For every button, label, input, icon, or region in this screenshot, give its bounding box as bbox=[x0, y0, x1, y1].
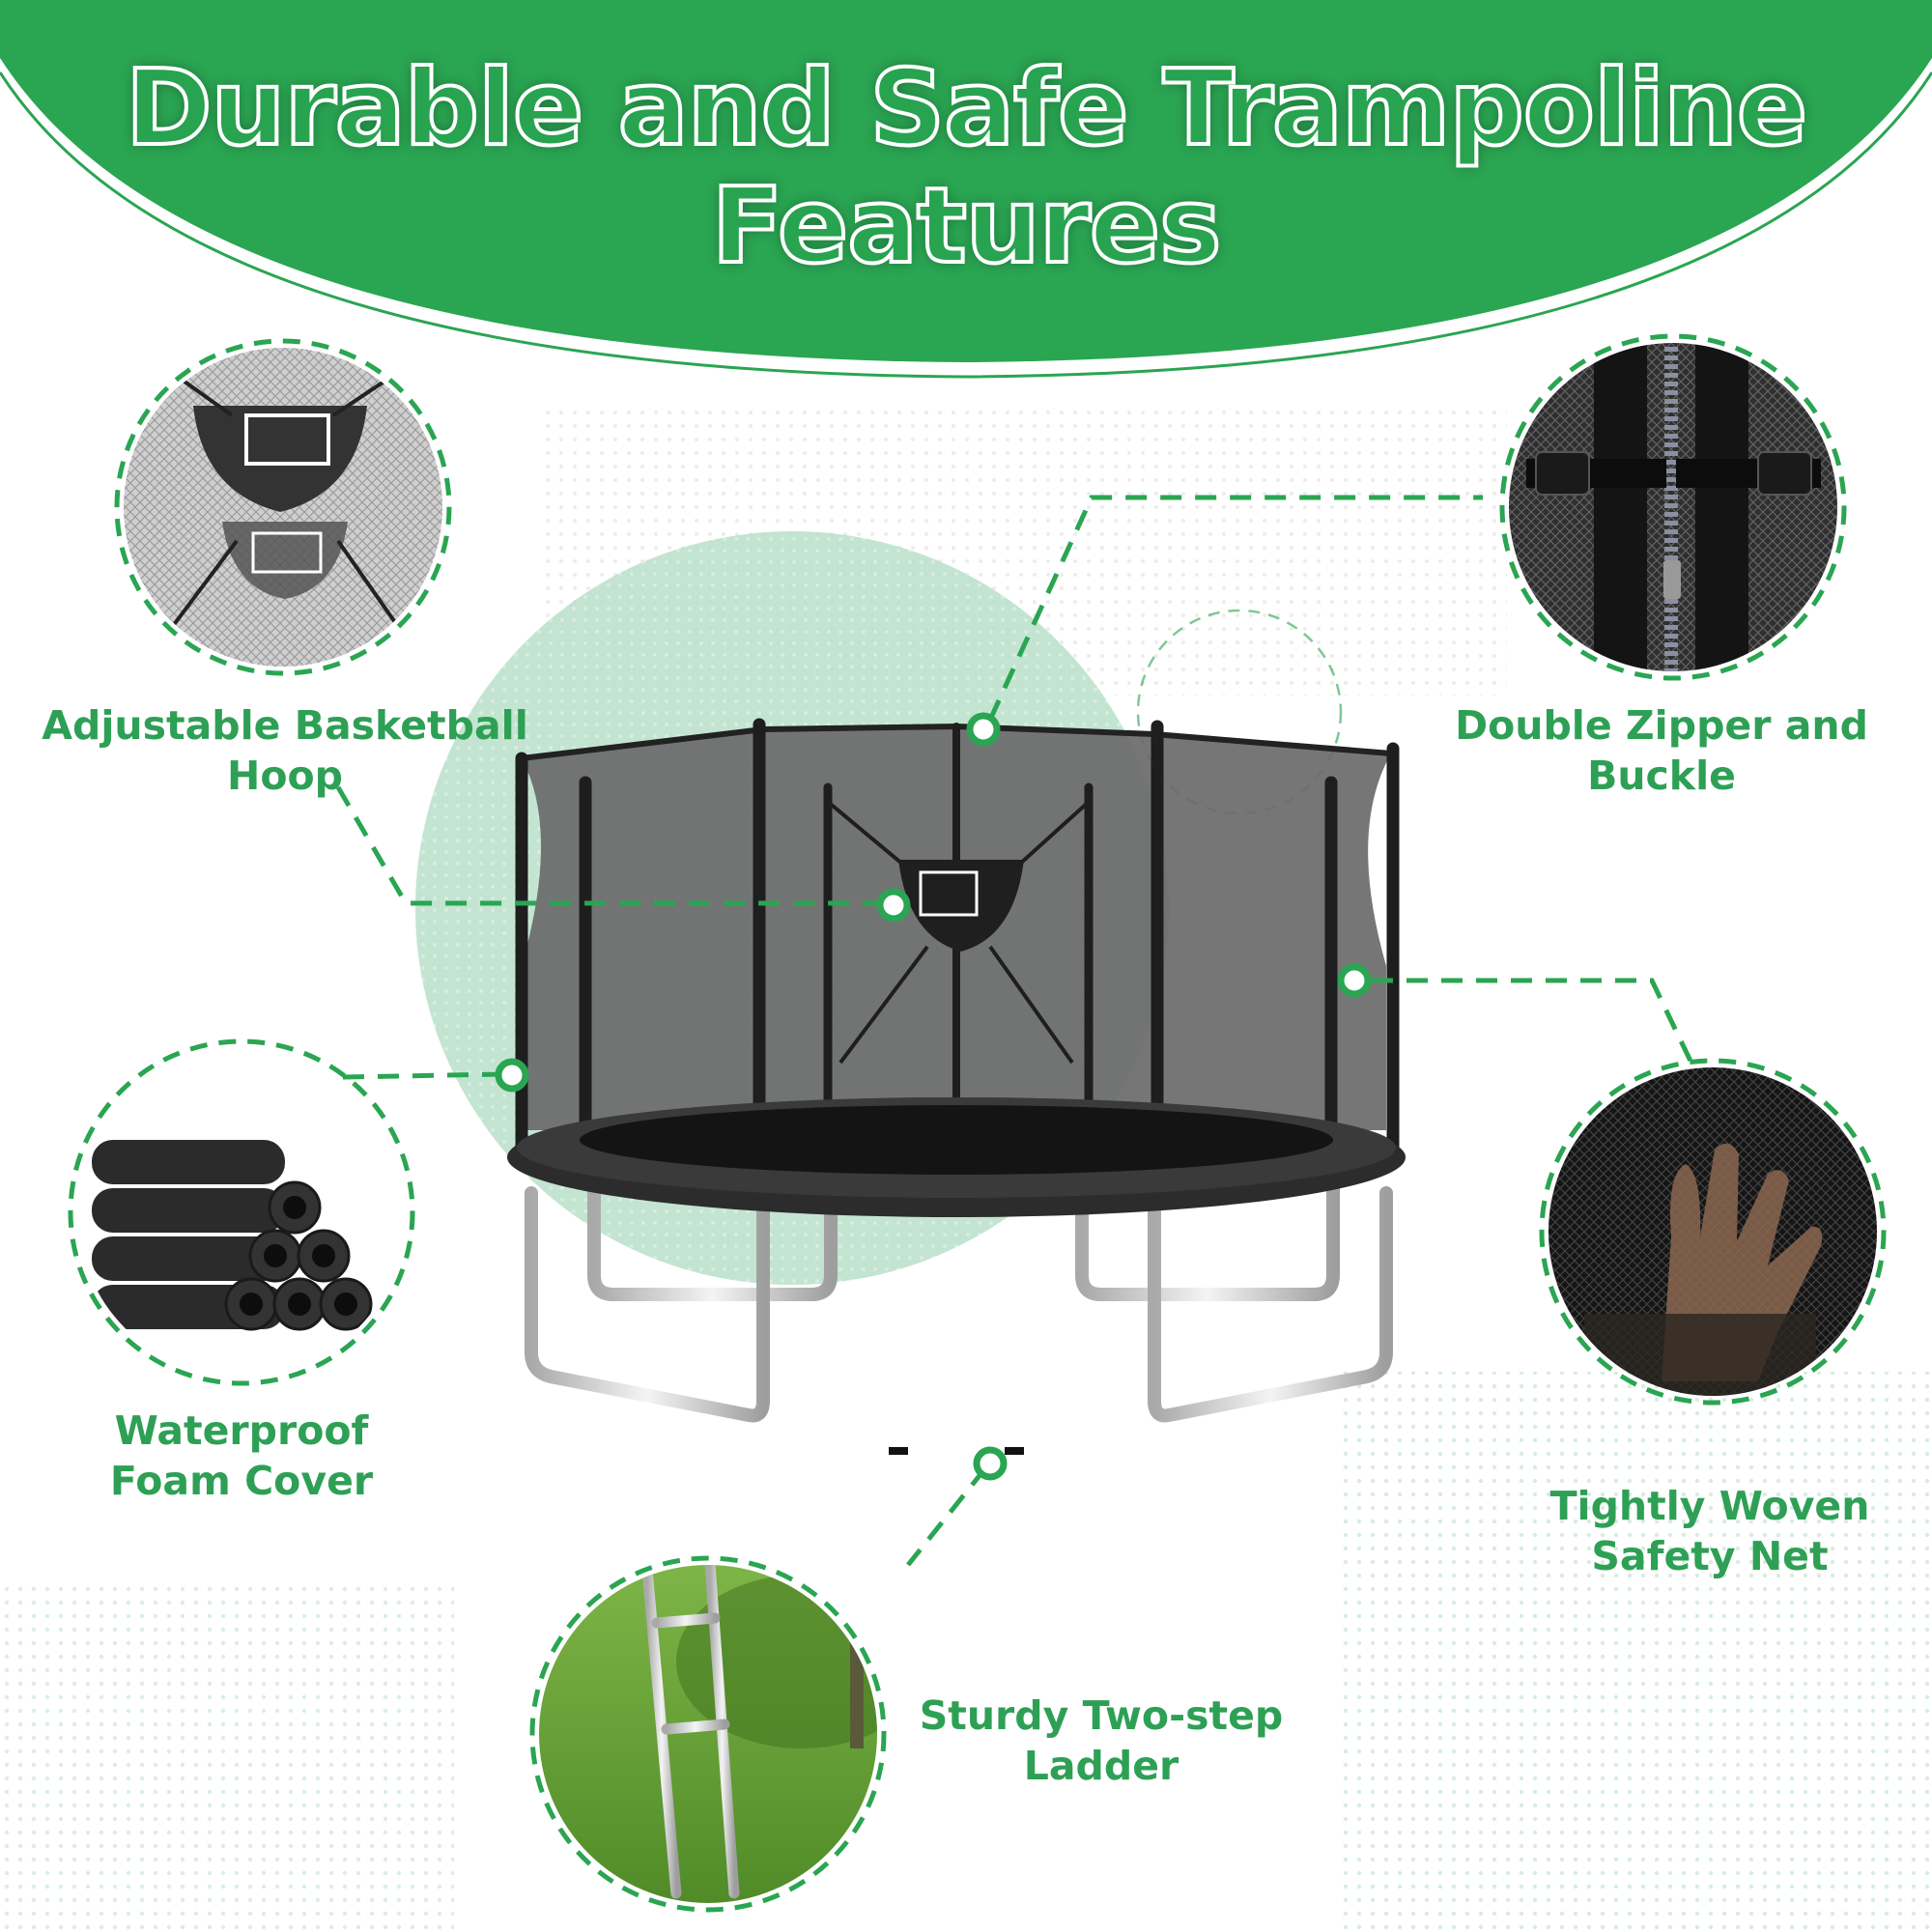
feature-hoop-line-2: Hoop bbox=[227, 753, 343, 799]
zipper-buckle-image bbox=[1499, 333, 1847, 681]
trampoline-mat bbox=[507, 1097, 1406, 1217]
dot-pattern-bottom-right bbox=[1343, 1372, 1932, 1932]
decor-dashed-circle bbox=[1136, 609, 1343, 815]
basketball-hoop-image bbox=[114, 338, 452, 676]
foam-tubes-image bbox=[68, 1038, 415, 1386]
feature-label-foam: Waterproof Foam Cover bbox=[48, 1406, 435, 1506]
feature-zipper-line-1: Double Zipper and bbox=[1455, 702, 1868, 749]
connector-lines bbox=[335, 495, 1713, 1567]
feature-ladder-line-2: Ladder bbox=[1023, 1743, 1179, 1789]
feature-zipper-line-2: Buckle bbox=[1587, 753, 1736, 799]
header-arch bbox=[0, 0, 1932, 379]
woven-net-image bbox=[1539, 1058, 1887, 1406]
feature-foam-line-1: Waterproof bbox=[114, 1407, 369, 1454]
node-ladder bbox=[973, 1446, 1008, 1481]
feature-label-hoop: Adjustable Basketball Hoop bbox=[19, 700, 551, 801]
feature-foam-line-2: Foam Cover bbox=[109, 1458, 374, 1504]
trampoline-legs bbox=[525, 1181, 1393, 1423]
trampoline-ladder bbox=[893, 1216, 1020, 1455]
node-net bbox=[1337, 963, 1372, 998]
basketball-hoop bbox=[826, 800, 1091, 1065]
ladder-image bbox=[529, 1555, 887, 1913]
feature-label-ladder: Sturdy Two-step Ladder bbox=[908, 1690, 1294, 1791]
node-foam bbox=[495, 1058, 529, 1093]
title-line-2: Features bbox=[710, 166, 1224, 288]
node-hoop bbox=[876, 888, 911, 923]
connector-nodes bbox=[495, 712, 1372, 1481]
node-zipper bbox=[966, 712, 1001, 747]
feature-label-net: Tightly Woven Safety Net bbox=[1507, 1481, 1913, 1581]
feature-hoop-line-1: Adjustable Basketball bbox=[42, 702, 528, 749]
feature-net-line-2: Safety Net bbox=[1591, 1533, 1829, 1579]
page-title: Durable and Safe Trampoline Features bbox=[0, 48, 1932, 288]
feature-net-line-1: Tightly Woven bbox=[1549, 1483, 1870, 1529]
feature-label-zipper: Double Zipper and Buckle bbox=[1430, 700, 1893, 801]
feature-ladder-line-1: Sturdy Two-step bbox=[919, 1692, 1284, 1739]
title-line-1: Durable and Safe Trampoline bbox=[124, 48, 1809, 170]
dot-pattern-bottom-left bbox=[0, 1584, 454, 1932]
